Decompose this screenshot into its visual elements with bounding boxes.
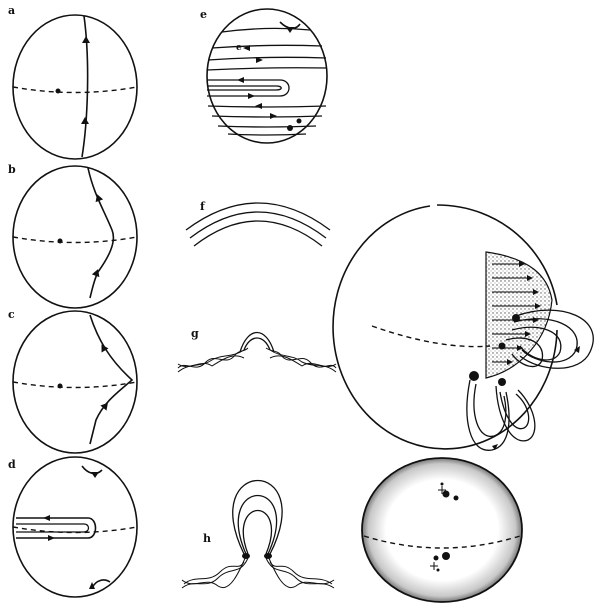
panel-b: b xyxy=(8,163,137,308)
field-arrow xyxy=(82,36,90,43)
sun-outline xyxy=(13,457,137,597)
equator-line xyxy=(13,382,137,388)
field-arrow xyxy=(248,93,255,99)
field-line xyxy=(82,16,88,157)
field-arrow xyxy=(93,193,103,202)
spot-marker xyxy=(287,125,293,131)
panel-d: d xyxy=(8,457,137,597)
panel-label-b: b xyxy=(8,163,16,176)
equator-marker xyxy=(56,89,61,94)
sun-outline xyxy=(13,15,137,159)
panel-label-e: e xyxy=(200,8,207,21)
spot-marker xyxy=(297,119,302,124)
footpoint xyxy=(242,553,250,559)
coronal-loop-inner xyxy=(243,511,271,555)
panel-h: h xyxy=(182,481,334,589)
field-line-sheared xyxy=(88,168,113,298)
emerging-flux-loops-lower xyxy=(467,380,535,450)
field-loop-toroidal xyxy=(16,518,96,538)
solar-disk xyxy=(362,458,522,602)
field-arrow xyxy=(255,103,262,109)
panel-label-c: c xyxy=(8,308,15,321)
field-arrow xyxy=(43,515,50,521)
field-arrow xyxy=(270,113,277,119)
field-arrow xyxy=(286,27,294,33)
panel-g: g xyxy=(178,327,336,372)
equator-marker xyxy=(58,239,63,244)
panel-label-g: g xyxy=(191,327,199,340)
sun-outline xyxy=(13,311,137,453)
panel-e: e e xyxy=(200,8,327,143)
coronal-loop-outer xyxy=(233,481,282,555)
sunspot xyxy=(499,343,506,350)
panel-c: c xyxy=(8,308,137,453)
field-arrow xyxy=(492,444,498,450)
panel-label-f: f xyxy=(200,200,206,213)
twisted-flux-rope-right xyxy=(266,348,336,372)
panel-f: f xyxy=(186,200,330,246)
cutaway-sun xyxy=(333,205,593,450)
footpoint xyxy=(264,553,272,559)
sunspot xyxy=(469,371,479,381)
field-arrow xyxy=(48,535,55,541)
toroidal-field-bands xyxy=(207,28,327,135)
sun-disk-outline xyxy=(362,458,522,602)
equator-line xyxy=(13,237,137,243)
panel-label-a: a xyxy=(8,4,15,17)
twisted-flux-rope-left xyxy=(182,556,248,588)
panel-a: a xyxy=(8,4,137,159)
sunspot xyxy=(512,314,520,322)
equator-line xyxy=(13,87,137,93)
field-loop-inner xyxy=(16,524,89,532)
field-arrow xyxy=(81,117,89,124)
field-arrow xyxy=(91,472,99,478)
sun-outline xyxy=(13,166,137,308)
panel-label-d: d xyxy=(8,458,16,471)
twisted-flux-rope-left xyxy=(178,348,248,372)
equator-marker xyxy=(58,384,63,389)
equator-line xyxy=(372,326,490,347)
field-arrow xyxy=(237,77,244,83)
panel-e-small-label: e xyxy=(236,43,242,53)
flux-tube-line xyxy=(194,221,322,246)
twisted-flux-rope-right xyxy=(266,556,334,588)
field-line-wound xyxy=(90,315,132,444)
panel-label-h: h xyxy=(203,532,211,545)
sunspot xyxy=(498,378,506,386)
